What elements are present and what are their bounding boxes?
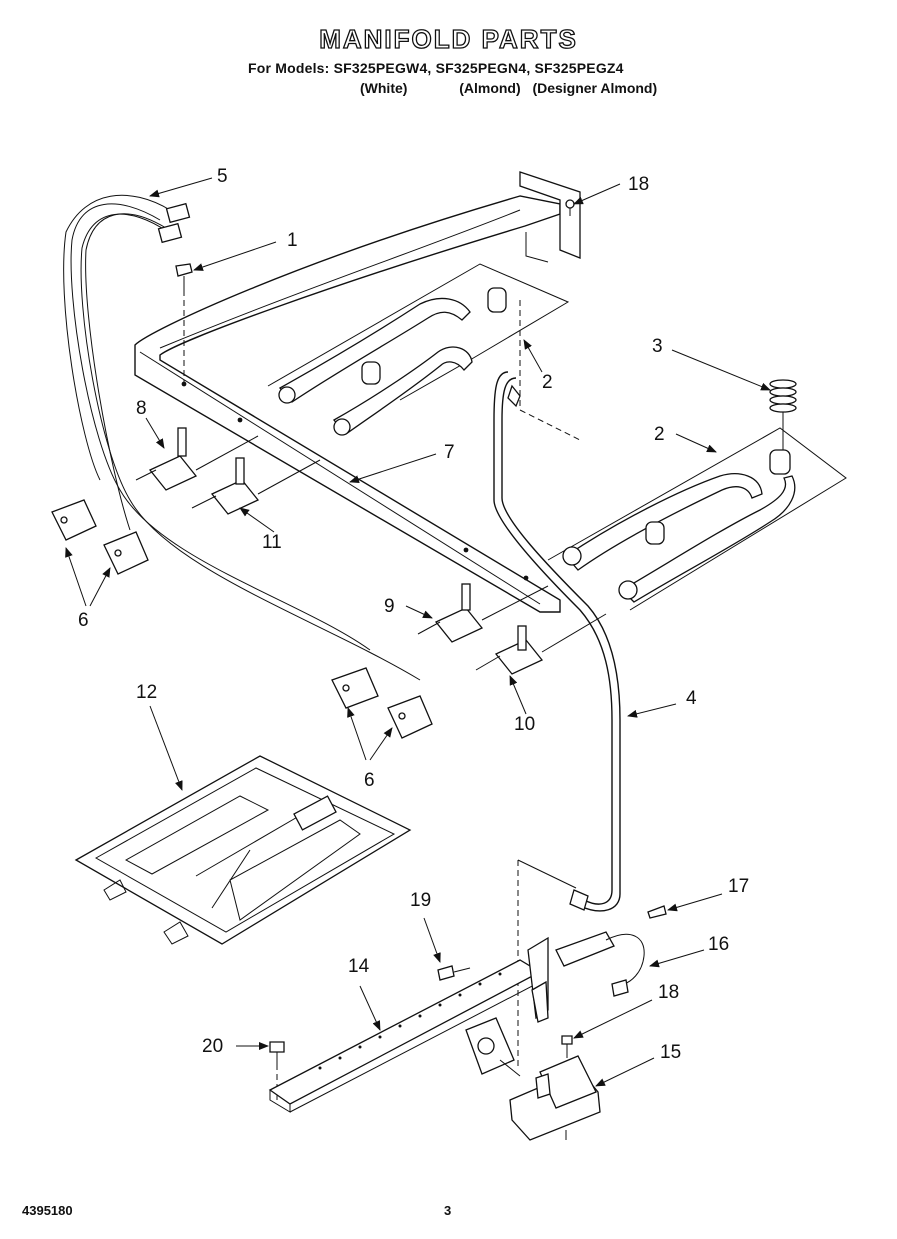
diagram-header: MANIFOLD PARTS <box>0 23 897 55</box>
page-number: 3 <box>444 1203 452 1218</box>
burner-assembly-lower <box>547 379 847 611</box>
igniter-wire <box>555 931 645 997</box>
callout-1: 1 <box>287 230 298 251</box>
diagram-title: MANIFOLD PARTS <box>319 23 578 54</box>
screws <box>175 199 667 1100</box>
callout-20: 20 <box>202 1036 223 1057</box>
screw-17 <box>647 905 667 919</box>
screw-1 <box>175 263 193 384</box>
manifold-pipe <box>134 171 581 613</box>
ignition-wire-harness <box>63 194 421 681</box>
callout-10: 10 <box>514 714 535 735</box>
callout-9: 9 <box>384 596 395 617</box>
callout-18-lower: 18 <box>658 982 679 1003</box>
callout-15: 15 <box>660 1042 681 1063</box>
callout-16: 16 <box>708 934 729 955</box>
callout-6-center: 6 <box>364 770 375 791</box>
callout-8: 8 <box>136 398 147 419</box>
callout-14: 14 <box>348 956 370 977</box>
spark-electrodes <box>51 499 433 739</box>
screw-18-lower <box>561 1035 573 1058</box>
callout-2-lower: 2 <box>654 424 665 445</box>
model-list: For Models: SF325PEGW4, SF325PEGN4, SF32… <box>248 60 624 76</box>
valve-11 <box>191 457 321 515</box>
screw-18-upper <box>565 199 575 216</box>
leader-arrows <box>65 177 771 1087</box>
burner-base-plate <box>74 755 412 945</box>
variant-white: (White) <box>360 80 408 96</box>
callout-11: 11 <box>262 532 282 553</box>
valve-8 <box>135 427 259 491</box>
callout-17: 17 <box>728 876 749 897</box>
burner-port-row <box>318 972 502 1070</box>
callout-18-upper: 18 <box>628 174 649 195</box>
callout-19: 19 <box>410 890 431 911</box>
screw-19 <box>437 965 471 981</box>
burner-assembly-upper <box>267 263 581 441</box>
variant-almond: (Almond) <box>459 80 521 96</box>
callout-7: 7 <box>444 442 455 463</box>
variant-designer-almond: (Designer Almond) <box>532 80 658 96</box>
callout-labels: 5 1 18 2 3 2 7 8 11 9 10 6 4 6 12 17 16 … <box>78 166 749 1063</box>
document-number: 4395180 <box>22 1203 73 1218</box>
callout-3: 3 <box>652 336 663 357</box>
model-variants: (White) (Almond) (Designer Almond) <box>360 80 657 96</box>
callout-12: 12 <box>136 682 157 703</box>
oven-safety-valve <box>465 1017 601 1141</box>
burner-valves <box>135 427 607 675</box>
spring <box>769 379 797 413</box>
callout-2-upper: 2 <box>542 372 553 393</box>
callout-4: 4 <box>686 688 697 709</box>
callout-5: 5 <box>217 166 228 187</box>
callout-6-left: 6 <box>78 610 89 631</box>
valve-9 <box>417 583 549 643</box>
valve-10 <box>475 613 607 675</box>
oven-burner <box>268 936 549 1113</box>
